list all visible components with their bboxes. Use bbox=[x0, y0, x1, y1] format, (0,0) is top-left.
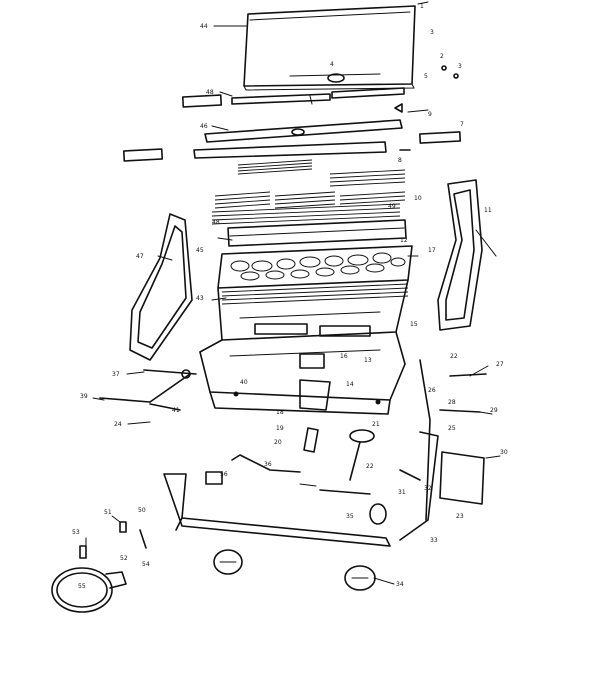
part-label: 37 bbox=[112, 371, 120, 378]
cart-frame bbox=[163, 431, 439, 547]
rock-grate bbox=[217, 245, 413, 289]
part-label: 21 bbox=[372, 421, 380, 428]
part-label: 11 bbox=[484, 207, 492, 214]
part-label: 20 bbox=[274, 439, 282, 446]
part-label: 14 bbox=[346, 381, 354, 388]
part-label: 48 bbox=[206, 89, 214, 96]
part-label: 18 bbox=[276, 409, 284, 416]
right-support-rods bbox=[399, 359, 487, 521]
left-side-shelf bbox=[129, 213, 193, 361]
part-label: 3 bbox=[430, 29, 434, 36]
part-label: 31 bbox=[398, 489, 406, 496]
part-label: 45 bbox=[196, 247, 204, 254]
part-label: 33 bbox=[430, 537, 438, 544]
left-support-rods bbox=[99, 369, 197, 411]
front-bar bbox=[122, 109, 462, 162]
part-label: 55 bbox=[78, 583, 86, 590]
part-label: 9 bbox=[428, 111, 432, 118]
part-label: 30 bbox=[500, 449, 508, 456]
part-label: 51 bbox=[104, 509, 112, 516]
cooking-grates bbox=[211, 191, 406, 225]
part-label: 2 bbox=[440, 53, 444, 60]
lid bbox=[243, 5, 416, 91]
part-label: 13 bbox=[364, 357, 372, 364]
part-label: 22 bbox=[366, 463, 374, 470]
wheels bbox=[213, 549, 376, 591]
tank-ring bbox=[51, 567, 127, 613]
part-label: 26 bbox=[428, 387, 436, 394]
part-label: 40 bbox=[240, 379, 248, 386]
part-label: 36 bbox=[264, 461, 272, 468]
part-label: 53 bbox=[72, 529, 80, 536]
part-label: 10 bbox=[414, 195, 422, 202]
part-label: 56 bbox=[220, 471, 228, 478]
part-label: 34 bbox=[396, 581, 404, 588]
right-side-shelf bbox=[437, 179, 483, 331]
part-label: 22 bbox=[450, 353, 458, 360]
part-label: 15 bbox=[410, 321, 418, 328]
burner-assembly bbox=[205, 379, 387, 525]
part-label: 23 bbox=[456, 513, 464, 520]
part-label: 17 bbox=[428, 247, 436, 254]
handle-bar bbox=[181, 87, 405, 108]
part-label: 29 bbox=[490, 407, 498, 414]
part-label: 19 bbox=[276, 425, 284, 432]
part-label: 28 bbox=[448, 399, 456, 406]
part-label: 12 bbox=[400, 237, 408, 244]
part-label: 4 bbox=[330, 61, 334, 68]
heat-baffle bbox=[227, 219, 407, 247]
part-label: 46 bbox=[200, 123, 208, 130]
part-label: 5 bbox=[424, 73, 428, 80]
part-label: 48 bbox=[212, 219, 220, 226]
part-label: 44 bbox=[200, 23, 208, 30]
warming-rack bbox=[237, 159, 406, 187]
part-label: 7 bbox=[460, 121, 464, 128]
part-label: 24 bbox=[114, 421, 122, 428]
part-label: 8 bbox=[398, 157, 402, 164]
part-label: 52 bbox=[120, 555, 128, 562]
part-label: 41 bbox=[172, 407, 180, 414]
part-label: 54 bbox=[142, 561, 150, 568]
part-label: 49 bbox=[388, 203, 396, 210]
part-label: 39 bbox=[80, 393, 88, 400]
small-hardware bbox=[79, 65, 459, 559]
part-label: 1 bbox=[420, 3, 424, 10]
part-label: 3 bbox=[458, 63, 462, 70]
part-label: 47 bbox=[136, 253, 144, 260]
part-label: 32 bbox=[424, 485, 432, 492]
part-label: 50 bbox=[138, 507, 146, 514]
leader-lines bbox=[85, 1, 501, 585]
part-label: 25 bbox=[448, 425, 456, 432]
part-number-labels: 44 1 2 3 3 5 48 4 7 46 9 8 11 10 48 49 4… bbox=[72, 3, 508, 590]
part-label: 16 bbox=[340, 353, 348, 360]
part-label: 27 bbox=[496, 361, 504, 368]
part-label: 43 bbox=[196, 295, 204, 302]
part-label: 35 bbox=[346, 513, 354, 520]
side-panel bbox=[439, 451, 485, 505]
lower-grid bbox=[221, 283, 409, 305]
